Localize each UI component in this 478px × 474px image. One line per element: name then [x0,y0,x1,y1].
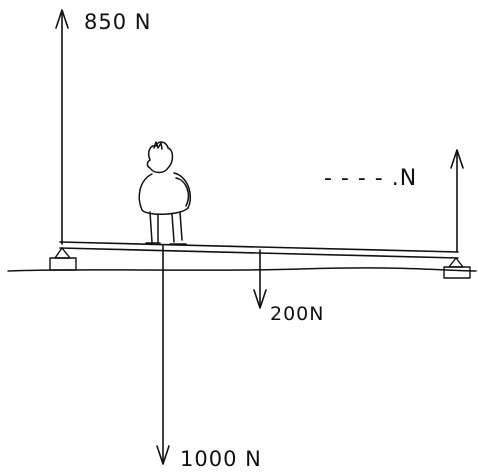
force-arrow-1000n [156,245,170,465]
force-arrow-unknown [450,149,464,253]
force-arrow-200n [253,249,267,309]
left-support [49,247,77,271]
label-1000n: 1000 N [180,447,262,471]
force-arrow-850n [55,9,69,245]
label-unknown-force: - - - - .N [324,166,418,191]
ground-line [7,267,477,272]
person-figure [138,141,192,245]
right-support [443,257,471,279]
label-200n: 200N [270,303,325,325]
plank [59,241,459,259]
label-850n: 850 N [84,10,152,34]
